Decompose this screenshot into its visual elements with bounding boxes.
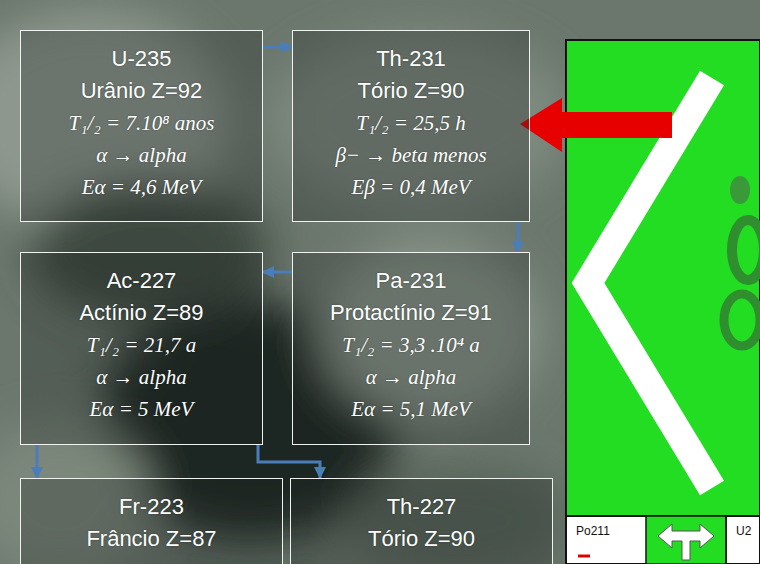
decay-arrow bbox=[36, 445, 39, 478]
nuclide-name: Th-231 bbox=[376, 43, 446, 75]
decay-data: Eα = 5 MeV bbox=[90, 393, 194, 425]
decay-data: T₁/₂ = 3,3 .10⁴ a bbox=[342, 329, 480, 361]
nuclide-box: Fr-223Frâncio Z=87 bbox=[20, 478, 283, 564]
nuclide-box: Th-227Tório Z=90 bbox=[290, 478, 553, 564]
element-name: Urânio Z=92 bbox=[81, 75, 203, 107]
decay-data: α → alpha bbox=[366, 361, 456, 393]
decay-arrow bbox=[263, 271, 292, 274]
element-name: Tório Z=90 bbox=[358, 75, 465, 107]
decay-data: Eα = 5,1 MeV bbox=[351, 393, 471, 425]
nuclide-name: U-235 bbox=[112, 43, 172, 75]
element-name: Actínio Z=89 bbox=[79, 297, 203, 329]
element-name: Frâncio Z=87 bbox=[86, 523, 216, 555]
nuclide-name: Ac-227 bbox=[107, 265, 177, 297]
nuclide-box: Th-231Tório Z=90T₁/₂ = 25,5 hβ− → beta m… bbox=[292, 30, 530, 222]
decay-arrow bbox=[258, 445, 320, 478]
decay-data: T₁/₂ = 21,7 a bbox=[87, 329, 196, 361]
decay-data: T₁/₂ = 7.10⁸ anos bbox=[69, 107, 215, 139]
panel-label: U2 bbox=[736, 524, 751, 538]
nuclide-name: Fr-223 bbox=[119, 491, 184, 523]
nuclide-box: U-235Urânio Z=92T₁/₂ = 7.10⁸ anosα → alp… bbox=[20, 30, 263, 222]
double-arrow-icon bbox=[658, 524, 714, 560]
decay-data: Eα = 4,6 MeV bbox=[82, 171, 202, 203]
red-pointer-arrow bbox=[520, 98, 672, 152]
nuclide-name: Pa-231 bbox=[376, 265, 447, 297]
nuclide-box: Ac-227Actínio Z=89T₁/₂ = 21,7 aα → alpha… bbox=[20, 252, 263, 445]
decay-data: α → alpha bbox=[96, 139, 186, 171]
decay-arrow bbox=[517, 222, 520, 252]
nuclide-box: Pa-231Protactínio Z=91T₁/₂ = 3,3 .10⁴ aα… bbox=[292, 252, 530, 445]
decay-data: Eβ = 0,4 MeV bbox=[351, 171, 470, 203]
element-name: Protactínio Z=91 bbox=[330, 297, 492, 329]
decay-data: β− → beta menos bbox=[335, 139, 486, 171]
panel-label: Po211 bbox=[576, 524, 610, 538]
decay-data: α → alpha bbox=[96, 361, 186, 393]
element-name: Tório Z=90 bbox=[368, 523, 475, 555]
decay-arrow bbox=[263, 46, 292, 49]
blurred-photo bbox=[0, 10, 570, 564]
nuclide-name: Th-227 bbox=[387, 491, 457, 523]
decay-data: T₁/₂ = 25,5 h bbox=[356, 107, 465, 139]
